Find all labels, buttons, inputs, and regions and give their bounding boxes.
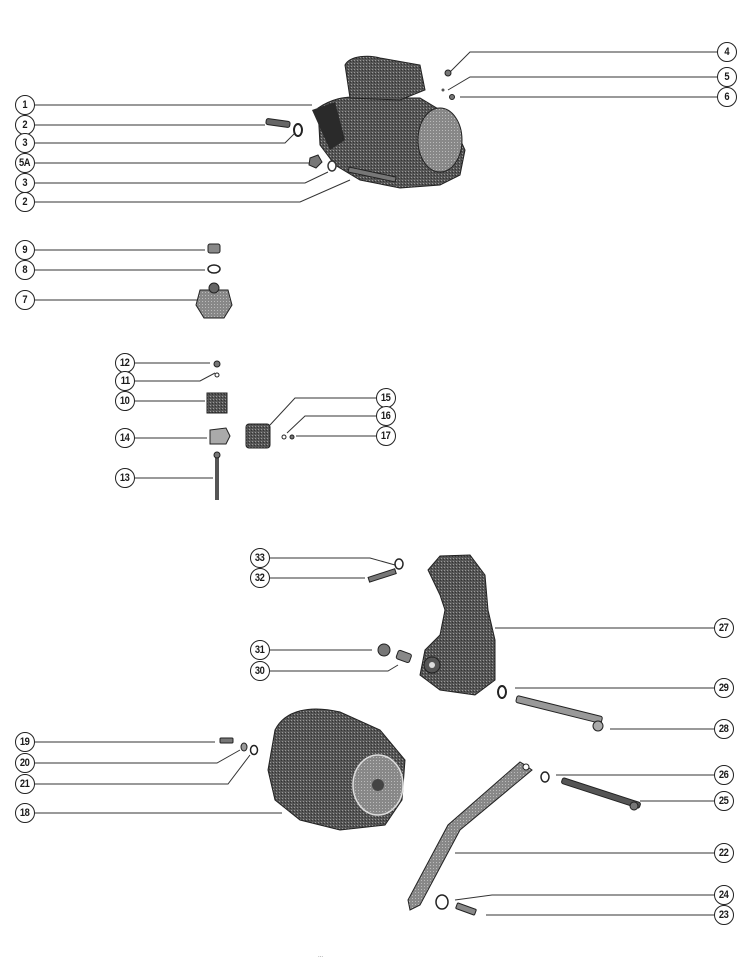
callout-number: 31 (255, 644, 265, 656)
callout-number: 9 (22, 244, 28, 256)
callout-number: 25 (719, 795, 729, 807)
leader-line-c16 (286, 415, 376, 434)
leader-line-c21 (35, 754, 251, 785)
callout-alternator-screw[interactable]: 19 (15, 732, 35, 752)
starter-small-parts (265, 69, 455, 183)
callout-number: 32 (255, 572, 265, 584)
callout-bracket-washer[interactable]: 33 (250, 548, 270, 568)
callout-number: 18 (20, 807, 30, 819)
callout-number: 23 (719, 909, 729, 921)
leader-line-c5 (447, 76, 717, 91)
callout-starter-stud[interactable]: 2 (15, 192, 35, 212)
callout-number: 1 (22, 99, 28, 111)
callout-starter-motor[interactable]: 1 (15, 95, 35, 115)
leader-line-c2b (35, 179, 351, 203)
callout-terminal-nut[interactable]: 4 (717, 42, 737, 62)
callout-number: 8 (22, 264, 28, 276)
callout-alternator-lockwasher[interactable]: 20 (15, 753, 35, 773)
leader-line-c24 (454, 894, 714, 901)
callout-starter-washer-lower[interactable]: 3 (15, 173, 35, 193)
callout-number: 22 (719, 847, 729, 859)
callout-mount-nut[interactable]: 12 (115, 353, 135, 373)
callout-alternator[interactable]: 18 (15, 803, 35, 823)
leader-line-c33 (270, 557, 396, 566)
leader-line-c11 (135, 372, 216, 382)
callout-isolator-nut[interactable]: 17 (376, 426, 396, 446)
callout-number: 16 (381, 410, 391, 422)
callout-number: 30 (255, 665, 265, 677)
callout-mount-bolt[interactable]: 13 (115, 468, 135, 488)
callout-number: 20 (20, 757, 30, 769)
starter-motor-drawing (312, 55, 466, 189)
footer-mark: ... (318, 953, 324, 959)
callout-bracket-spacer[interactable]: 30 (250, 661, 270, 681)
callout-alternator-washer[interactable]: 21 (15, 774, 35, 794)
callout-adjusting-brace[interactable]: 22 (714, 843, 734, 863)
callout-rubber-mount[interactable]: 10 (115, 391, 135, 411)
callout-lock-washer[interactable]: 5 (717, 67, 737, 87)
callout-brace-bolt[interactable]: 25 (714, 791, 734, 811)
leader-lines (35, 51, 717, 916)
callout-number: 6 (724, 91, 730, 103)
callout-alternator-bracket[interactable]: 27 (714, 618, 734, 638)
oil-sender-drawing (195, 243, 233, 319)
callout-number: 26 (719, 769, 729, 781)
callout-bracket-nut[interactable]: 31 (250, 640, 270, 660)
callout-number: 11 (120, 375, 130, 387)
callout-starter-bolt[interactable]: 2 (15, 115, 35, 135)
callout-starter-washer[interactable]: 3 (15, 133, 35, 153)
callout-bracket-bolt[interactable]: 32 (250, 568, 270, 588)
callout-mount-washer[interactable]: 11 (115, 371, 135, 391)
callout-number: 28 (719, 723, 729, 735)
leader-line-c20 (35, 749, 241, 764)
callout-isolator-mount[interactable]: 15 (376, 388, 396, 408)
engine-mount-drawing (206, 360, 295, 500)
callout-oil-pressure-sender[interactable]: 7 (15, 290, 35, 310)
callout-terminal-nut-small[interactable]: 6 (717, 87, 737, 107)
callout-sender-washer[interactable]: 8 (15, 260, 35, 280)
callout-isolator-washer[interactable]: 16 (376, 406, 396, 426)
alternator-bracket-drawing (367, 554, 604, 732)
callout-number: 5A (19, 157, 31, 169)
callout-number: 12 (120, 357, 130, 369)
leader-line-c3a (35, 132, 296, 144)
leader-line-c15 (269, 397, 376, 426)
leader-line-c30 (270, 664, 399, 672)
callout-mount-bracket[interactable]: 14 (115, 428, 135, 448)
callout-number: 2 (22, 119, 28, 131)
callout-number: 19 (20, 736, 30, 748)
callout-starter-nut[interactable]: 5A (15, 153, 35, 173)
callout-number: 17 (381, 430, 391, 442)
leader-line-c3b (35, 171, 329, 184)
callout-number: 3 (22, 137, 28, 149)
callout-number: 5 (724, 71, 730, 83)
callout-number: 14 (120, 432, 130, 444)
callout-brace-washer[interactable]: 26 (714, 765, 734, 785)
callout-number: 29 (719, 682, 729, 694)
callout-pivot-washer[interactable]: 29 (714, 678, 734, 698)
callout-number: 13 (120, 472, 130, 484)
callout-sender-nut[interactable]: 9 (15, 240, 35, 260)
callout-number: 2 (22, 196, 28, 208)
callout-number: 7 (22, 294, 28, 306)
alternator-drawing (219, 708, 406, 831)
callout-number: 4 (724, 46, 730, 58)
callout-number: 3 (22, 177, 28, 189)
callout-pivot-bolt[interactable]: 28 (714, 719, 734, 739)
callout-number: 27 (719, 622, 729, 634)
callout-number: 21 (20, 778, 30, 790)
leader-line-c4 (449, 51, 717, 73)
callout-brace-lower-washer[interactable]: 24 (714, 885, 734, 905)
adjusting-brace-drawing (407, 761, 641, 916)
callout-number: 10 (120, 395, 130, 407)
callout-number: 33 (255, 552, 265, 564)
callout-number: 15 (381, 392, 391, 404)
callout-brace-lower-bolt[interactable]: 23 (714, 905, 734, 925)
callout-number: 24 (719, 889, 729, 901)
